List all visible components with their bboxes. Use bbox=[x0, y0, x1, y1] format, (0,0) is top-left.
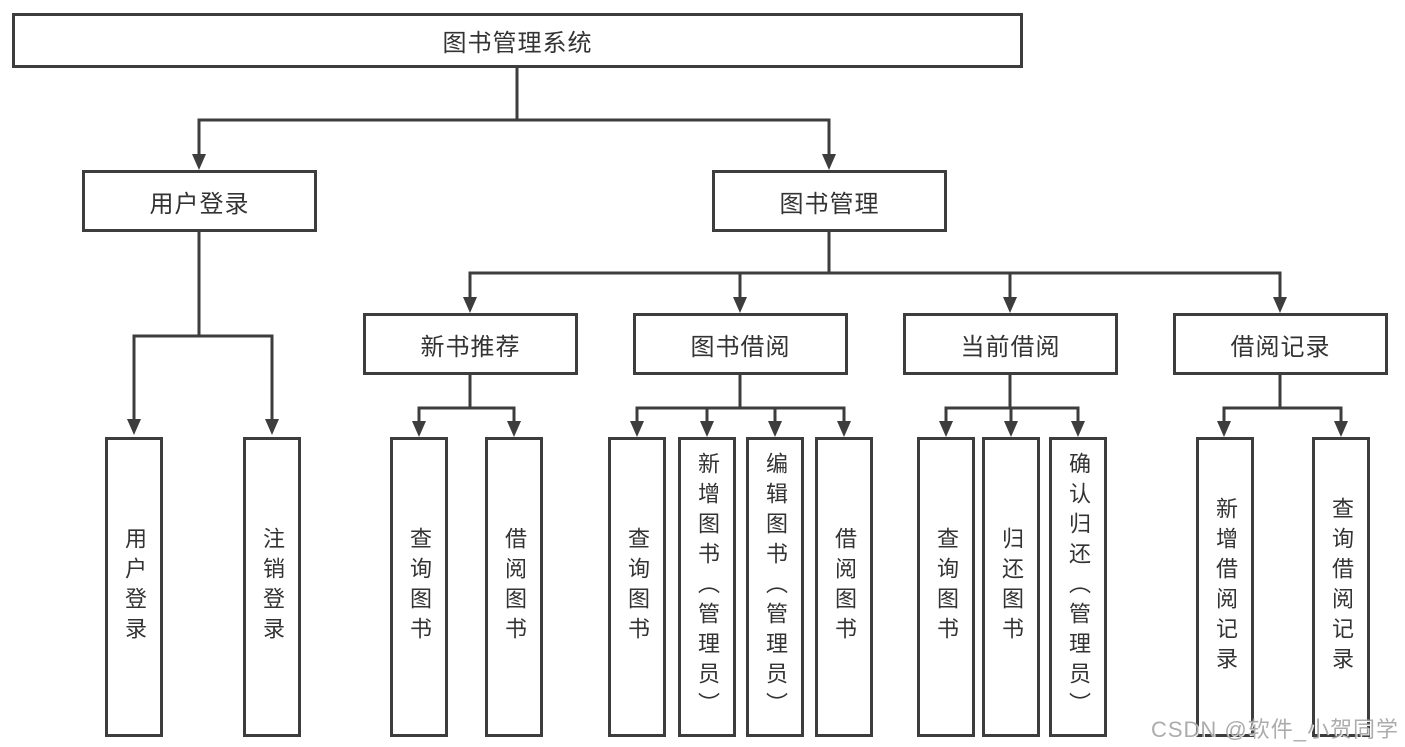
node-book-management: 图书管理 bbox=[712, 170, 947, 232]
leaf-current-confirm-return-admin: 确认归还（管理员） bbox=[1049, 437, 1107, 737]
node-current-borrow: 当前借阅 bbox=[903, 313, 1118, 375]
leaf-user-login: 用户登录 bbox=[105, 437, 163, 737]
node-book-borrow: 图书借阅 bbox=[633, 313, 848, 375]
leaf-current-query-books-label: 查询图书 bbox=[934, 527, 959, 647]
node-borrow-records-label: 借阅记录 bbox=[1230, 333, 1331, 361]
node-new-book-recommend-label: 新书推荐 bbox=[420, 333, 521, 361]
leaf-current-return-books-label: 归还图书 bbox=[999, 527, 1024, 647]
node-user-login-label: 用户登录 bbox=[149, 190, 250, 218]
leaf-current-query-books: 查询图书 bbox=[917, 437, 975, 737]
node-user-login: 用户登录 bbox=[82, 170, 317, 232]
leaf-current-return-books: 归还图书 bbox=[982, 437, 1040, 737]
leaf-logout: 注销登录 bbox=[243, 437, 301, 737]
leaf-newbook-query-books: 查询图书 bbox=[390, 437, 448, 737]
leaf-newbook-borrow-books: 借阅图书 bbox=[485, 437, 543, 737]
node-root: 图书管理系统 bbox=[12, 13, 1023, 68]
leaf-current-confirm-return-admin-label: 确认归还（管理员） bbox=[1066, 452, 1091, 722]
leaf-user-login-label: 用户登录 bbox=[122, 527, 147, 647]
leaf-borrow-add-books-admin: 新增图书（管理员） bbox=[678, 437, 736, 737]
leaf-borrow-edit-books-admin: 编辑图书（管理员） bbox=[746, 437, 804, 737]
leaf-records-query-record-label: 查询借阅记录 bbox=[1329, 497, 1354, 677]
leaf-logout-label: 注销登录 bbox=[260, 527, 285, 647]
node-borrow-records: 借阅记录 bbox=[1173, 313, 1388, 375]
leaf-borrow-borrow-books-label: 借阅图书 bbox=[832, 527, 857, 647]
leaf-newbook-query-books-label: 查询图书 bbox=[407, 527, 432, 647]
leaf-borrow-add-books-admin-label: 新增图书（管理员） bbox=[695, 452, 720, 722]
node-book-management-label: 图书管理 bbox=[779, 190, 880, 218]
leaf-borrow-query-books-label: 查询图书 bbox=[625, 527, 650, 647]
node-new-book-recommend: 新书推荐 bbox=[363, 313, 578, 375]
leaf-borrow-borrow-books: 借阅图书 bbox=[815, 437, 873, 737]
leaf-borrow-query-books: 查询图书 bbox=[608, 437, 666, 737]
node-current-borrow-label: 当前借阅 bbox=[960, 333, 1061, 361]
leaf-borrow-edit-books-admin-label: 编辑图书（管理员） bbox=[763, 452, 788, 722]
csdn-watermark: CSDN @软件_小贺同学 bbox=[1150, 717, 1399, 742]
leaf-records-query-record: 查询借阅记录 bbox=[1312, 437, 1370, 737]
leaf-records-add-record: 新增借阅记录 bbox=[1196, 437, 1254, 737]
arrowheads bbox=[127, 154, 1348, 437]
leaf-newbook-borrow-books-label: 借阅图书 bbox=[502, 527, 527, 647]
node-root-label: 图书管理系统 bbox=[442, 30, 593, 57]
node-book-borrow-label: 图书借阅 bbox=[690, 333, 791, 361]
leaf-records-add-record-label: 新增借阅记录 bbox=[1213, 497, 1238, 677]
